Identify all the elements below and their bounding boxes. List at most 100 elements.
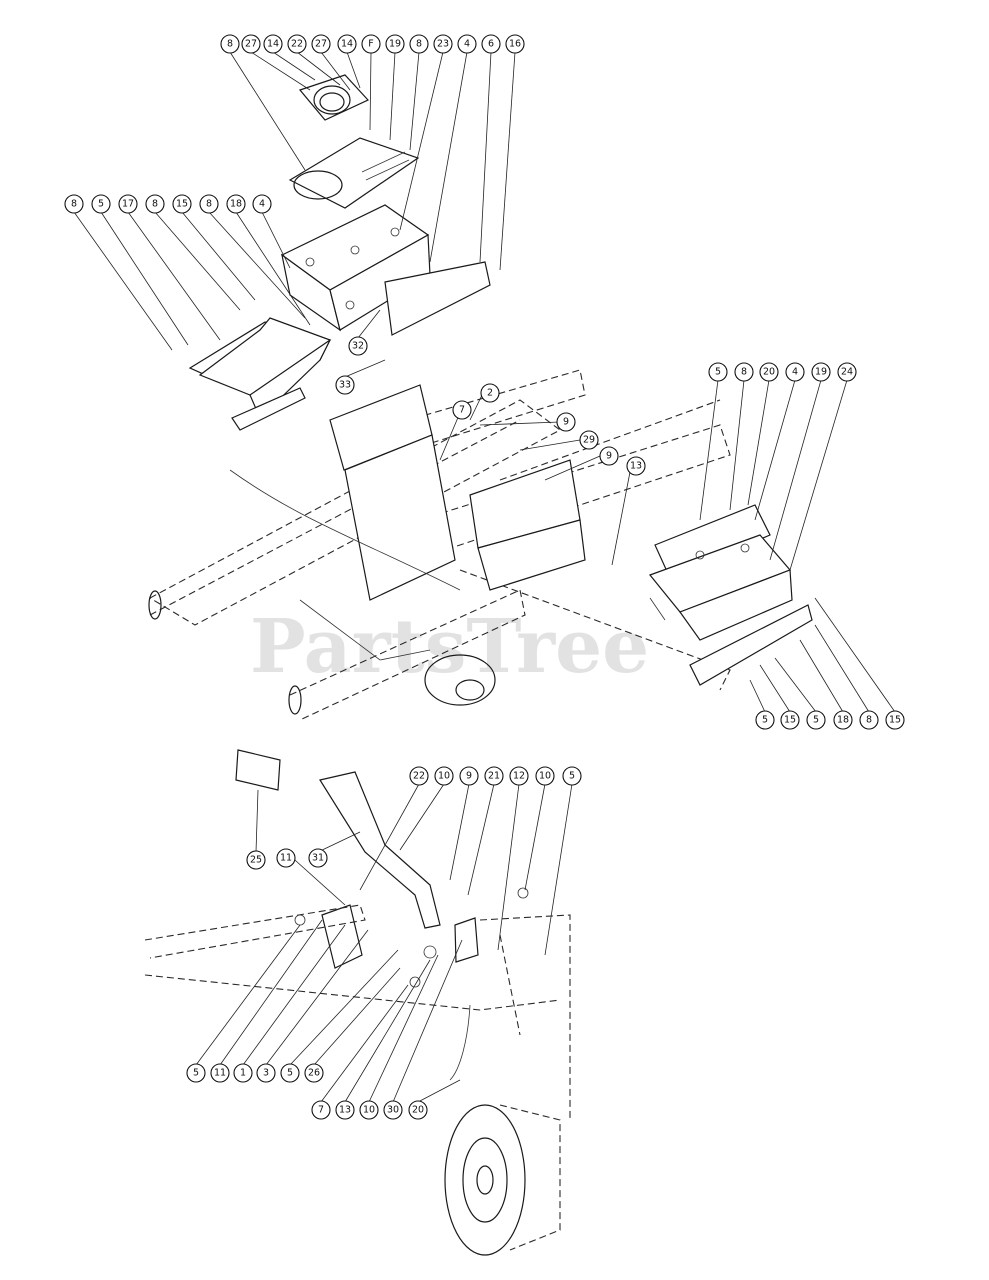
svg-text:4: 4 xyxy=(792,367,798,378)
callout-left-3[interactable]: 17 xyxy=(118,194,138,214)
callout-pb-2[interactable]: 11 xyxy=(210,1063,230,1083)
callout-right-6[interactable]: 24 xyxy=(837,362,857,382)
svg-text:18: 18 xyxy=(837,715,849,726)
callout-mid-6[interactable]: 29 xyxy=(579,430,599,450)
pedal-assembly xyxy=(144,749,571,1256)
svg-text:8: 8 xyxy=(741,367,747,378)
callout-left-6[interactable]: 8 xyxy=(199,194,219,214)
callout-rb-5[interactable]: 8 xyxy=(859,710,879,730)
callout-mid-4[interactable]: 7 xyxy=(452,400,472,420)
right-bracket-assembly xyxy=(649,504,813,686)
callout-pb-6[interactable]: 26 xyxy=(304,1063,324,1083)
svg-text:15: 15 xyxy=(784,715,796,726)
callout-pt-3[interactable]: 9 xyxy=(459,766,479,786)
callout-pm-2[interactable]: 11 xyxy=(276,848,296,868)
callout-left-7[interactable]: 18 xyxy=(226,194,246,214)
svg-text:8: 8 xyxy=(416,39,422,50)
callout-mid-2[interactable]: 33 xyxy=(335,375,355,395)
svg-text:4: 4 xyxy=(259,199,265,210)
callout-top-3[interactable]: 14 xyxy=(263,34,283,54)
callout-pt-1[interactable]: 22 xyxy=(409,766,429,786)
callout-pm-1[interactable]: 25 xyxy=(246,850,266,870)
callout-pb-8[interactable]: 13 xyxy=(335,1100,355,1120)
mount-bracket xyxy=(280,204,491,336)
callout-right-4[interactable]: 4 xyxy=(785,362,805,382)
callout-top-11[interactable]: 4 xyxy=(457,34,477,54)
callout-rb-2[interactable]: 15 xyxy=(780,710,800,730)
callout-pb-7[interactable]: 7 xyxy=(311,1100,331,1120)
svg-text:3: 3 xyxy=(263,1068,269,1079)
callout-pb-11[interactable]: 20 xyxy=(408,1100,428,1120)
svg-text:9: 9 xyxy=(606,451,612,462)
svg-text:5: 5 xyxy=(98,199,104,210)
svg-text:4: 4 xyxy=(464,39,470,50)
callout-pt-7[interactable]: 5 xyxy=(562,766,582,786)
svg-text:14: 14 xyxy=(341,39,353,50)
callout-mid-8[interactable]: 13 xyxy=(626,456,646,476)
svg-text:9: 9 xyxy=(466,771,472,782)
svg-text:5: 5 xyxy=(715,367,721,378)
svg-text:30: 30 xyxy=(387,1105,399,1116)
svg-text:14: 14 xyxy=(267,39,279,50)
callout-rb-3[interactable]: 5 xyxy=(806,710,826,730)
callout-top-13[interactable]: 16 xyxy=(505,34,525,54)
callout-pb-5[interactable]: 5 xyxy=(280,1063,300,1083)
callout-pm-3[interactable]: 31 xyxy=(308,848,328,868)
callout-top-6[interactable]: 14 xyxy=(337,34,357,54)
svg-text:22: 22 xyxy=(413,771,425,782)
callouts-mid-frame: 32 33 2 7 9 29 9 13 xyxy=(335,309,646,566)
svg-text:32: 32 xyxy=(352,341,364,352)
callout-top-12[interactable]: 6 xyxy=(481,34,501,54)
callout-mid-7[interactable]: 9 xyxy=(599,446,619,466)
svg-text:20: 20 xyxy=(412,1105,424,1116)
svg-text:F: F xyxy=(368,39,373,50)
svg-text:7: 7 xyxy=(459,405,465,416)
svg-text:5: 5 xyxy=(569,771,575,782)
callout-pb-1[interactable]: 5 xyxy=(186,1063,206,1083)
callout-left-5[interactable]: 15 xyxy=(172,194,192,214)
callout-left-1[interactable]: 8 xyxy=(64,194,84,214)
callout-rb-1[interactable]: 5 xyxy=(755,710,775,730)
main-frame xyxy=(148,369,731,721)
callout-mid-5[interactable]: 9 xyxy=(556,412,576,432)
callout-right-3[interactable]: 20 xyxy=(759,362,779,382)
svg-text:24: 24 xyxy=(841,367,853,378)
callout-mid-1[interactable]: 32 xyxy=(348,336,368,356)
callout-right-2[interactable]: 8 xyxy=(734,362,754,382)
callout-rb-6[interactable]: 15 xyxy=(885,710,905,730)
watermark-brand: PartsTree xyxy=(250,604,649,690)
svg-text:13: 13 xyxy=(339,1105,351,1116)
callout-top-4[interactable]: 22 xyxy=(287,34,307,54)
callout-left-2[interactable]: 5 xyxy=(91,194,111,214)
svg-text:15: 15 xyxy=(176,199,188,210)
callout-right-5[interactable]: 19 xyxy=(811,362,831,382)
callout-pt-4[interactable]: 21 xyxy=(484,766,504,786)
callout-pb-10[interactable]: 30 xyxy=(383,1100,403,1120)
svg-text:10: 10 xyxy=(539,771,551,782)
callout-mid-3[interactable]: 2 xyxy=(480,383,500,403)
svg-text:7: 7 xyxy=(318,1105,324,1116)
callout-top-5[interactable]: 27 xyxy=(311,34,331,54)
callout-top-10[interactable]: 23 xyxy=(433,34,453,54)
callout-top-1[interactable]: 8 xyxy=(220,34,240,54)
callout-rb-4[interactable]: 18 xyxy=(833,710,853,730)
svg-text:5: 5 xyxy=(287,1068,293,1079)
svg-text:10: 10 xyxy=(438,771,450,782)
callout-pt-5[interactable]: 12 xyxy=(509,766,529,786)
callout-pb-4[interactable]: 3 xyxy=(256,1063,276,1083)
callout-pb-3[interactable]: 1 xyxy=(233,1063,253,1083)
callout-left-4[interactable]: 8 xyxy=(145,194,165,214)
callout-top-8[interactable]: 19 xyxy=(385,34,405,54)
callout-left-8[interactable]: 4 xyxy=(252,194,272,214)
callout-top-9[interactable]: 8 xyxy=(409,34,429,54)
callout-pt-2[interactable]: 10 xyxy=(434,766,454,786)
callouts-pedal-mid: 25 11 31 xyxy=(246,789,361,906)
callout-pt-6[interactable]: 10 xyxy=(535,766,555,786)
callout-top-2[interactable]: 27 xyxy=(241,34,261,54)
callout-top-7[interactable]: F xyxy=(361,34,381,54)
svg-text:26: 26 xyxy=(308,1068,320,1079)
svg-text:17: 17 xyxy=(122,199,134,210)
callout-pb-9[interactable]: 10 xyxy=(359,1100,379,1120)
svg-text:11: 11 xyxy=(280,853,292,864)
callout-right-1[interactable]: 5 xyxy=(708,362,728,382)
